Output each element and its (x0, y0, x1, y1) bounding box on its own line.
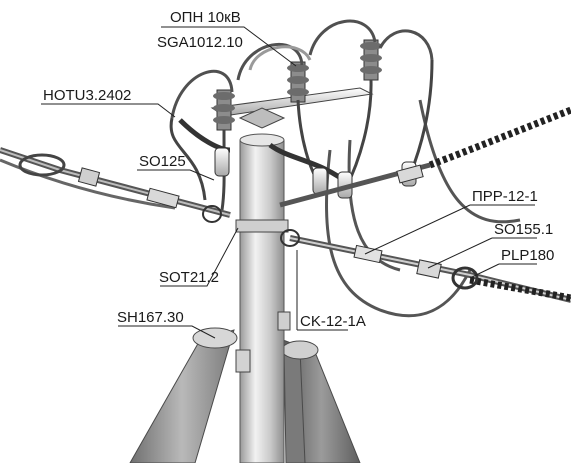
jumper-arch-1 (170, 69, 234, 119)
label-so155: SO155.1 (494, 221, 553, 238)
upper-right-clamp (396, 164, 424, 184)
plp-loop (451, 266, 479, 290)
arched-jumpers (170, 19, 434, 119)
pole-top (239, 133, 285, 147)
pole-bracket-mid (277, 311, 291, 331)
left-dead-end-loop (18, 153, 66, 177)
tripod-struts (129, 327, 361, 463)
jumper-arch-2 (236, 42, 304, 81)
label-plp: PLP180 (501, 247, 554, 264)
label-hotu: HOTU3.2402 (43, 87, 131, 104)
dropper-5 (408, 59, 434, 176)
callout-labels: ОПН 10кВ SGA1012.10 HOTU3.2402 SO125 ПРР… (43, 9, 554, 330)
leader-plp (469, 263, 537, 279)
fuse-1 (214, 147, 230, 177)
right-spiral-grip (469, 276, 571, 302)
leader-so155 (427, 237, 537, 269)
rear-loop-1 (325, 149, 472, 318)
right-line (279, 106, 571, 303)
label-sh: SH167.30 (117, 309, 184, 326)
leader-hotu (41, 103, 176, 118)
label-ck: CK-12-1A (300, 313, 366, 330)
leader-sot (160, 227, 239, 287)
pole-bracket-low (235, 349, 251, 373)
left-clamp-1 (77, 167, 101, 187)
left-clamp-2 (146, 187, 180, 209)
leader-opn (161, 26, 297, 67)
ck-ring (280, 229, 300, 247)
pole-body (239, 139, 285, 463)
leader-so125 (137, 169, 215, 181)
rear-loop-2 (347, 139, 401, 272)
upper-right-spiral-grip (428, 106, 571, 169)
leader-ck (296, 250, 348, 331)
surge-arresters (213, 39, 382, 131)
label-so125: SO125 (139, 153, 186, 170)
leader-lines (41, 26, 537, 339)
jumper-arch-4 (378, 29, 434, 61)
crossarm-brace (238, 107, 286, 129)
leader-sh (118, 325, 216, 339)
leader-prr (364, 204, 535, 255)
so155-clamp (416, 259, 442, 279)
left-clamp-ring (202, 205, 222, 223)
strut-left (129, 329, 235, 463)
label-prr: ПРР-12-1 (472, 188, 538, 205)
label-opn: ОПН 10кВ (170, 9, 241, 26)
fuse-2 (312, 167, 328, 195)
dropper-2 (220, 129, 226, 211)
arrester-3 (360, 39, 382, 81)
arrester-1 (213, 89, 235, 131)
left-line (0, 147, 231, 223)
label-sga: SGA1012.10 (157, 34, 243, 51)
rear-loop-3 (418, 99, 521, 224)
pole-bracket-upper (235, 219, 289, 233)
jumper-arch-back-1 (248, 45, 312, 71)
strut-right-cap (281, 340, 319, 360)
rear-conductor-loops (325, 99, 521, 318)
label-sot: SOT21.2 (159, 269, 219, 286)
dropper-1 (169, 117, 207, 201)
right-cable-highlight (289, 237, 571, 301)
main-pole (235, 133, 291, 463)
jumper-arch-3 (308, 19, 377, 56)
